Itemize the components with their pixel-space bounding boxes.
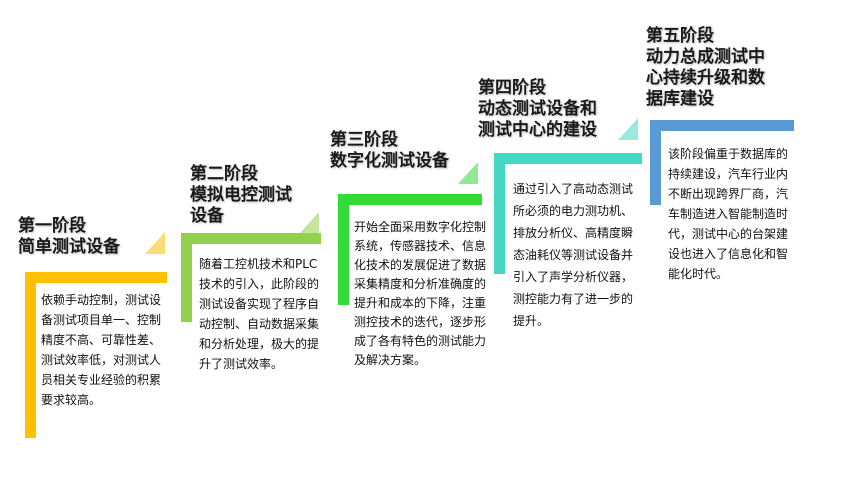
stage-4-arrow-tip bbox=[618, 118, 638, 140]
stage-1-title: 第一阶段 简单测试设备 bbox=[18, 216, 120, 257]
stage-5-bar bbox=[650, 120, 794, 131]
stage-2-bar-vertical bbox=[181, 244, 192, 322]
stage-3-title: 第三阶段 数字化测试设备 bbox=[330, 130, 449, 171]
stage-2-description: 随着工控机技术和PLC 技术的引入，此阶段的测试设备实现了程序自动控制、自动数据… bbox=[199, 257, 320, 371]
stage-3-bar-vertical bbox=[338, 205, 349, 305]
stage-4-description: 通过引入了高动态测试所必须的电力测功机、排放分析仪、高精度瞬态油耗仪等测试设备并… bbox=[513, 182, 634, 328]
stage-4-bar-vertical bbox=[494, 164, 505, 274]
stage-3-bar bbox=[338, 194, 482, 205]
stage-1-description: 依赖手动控制，测试设备测试项目单一、控制精度不高、可靠性差、测试效率低，对测试人… bbox=[41, 293, 162, 407]
stage-3-arrow-tip bbox=[458, 162, 478, 184]
stage-3-description: 开始全面采用数字化控制系统，传感器技术、信息化技术的发展促进了数据采集精度和分析… bbox=[354, 220, 487, 367]
stage-1-arrow-tip bbox=[145, 232, 165, 254]
stage-5-description: 该阶段偏重于数据库的持续建设，汽车行业内不断出现跨界厂商，汽车制造进入智能制造时… bbox=[668, 147, 789, 281]
stage-5-bar-vertical bbox=[650, 131, 661, 205]
stage-2-arrow-tip bbox=[299, 212, 319, 234]
stage-2-title: 第二阶段 模拟电控测试 设备 bbox=[190, 164, 292, 226]
stage-5-title: 第五阶段 动力总成测试中 心持续升级和数 据库建设 bbox=[646, 26, 765, 109]
stage-4-bar bbox=[494, 153, 642, 164]
stage-1-bar-vertical bbox=[25, 283, 36, 438]
stage-1-bar bbox=[25, 272, 167, 283]
stage-4-title: 第四阶段 动态测试设备和 测试中心的建设 bbox=[478, 78, 597, 140]
stage-2-bar bbox=[181, 233, 321, 244]
